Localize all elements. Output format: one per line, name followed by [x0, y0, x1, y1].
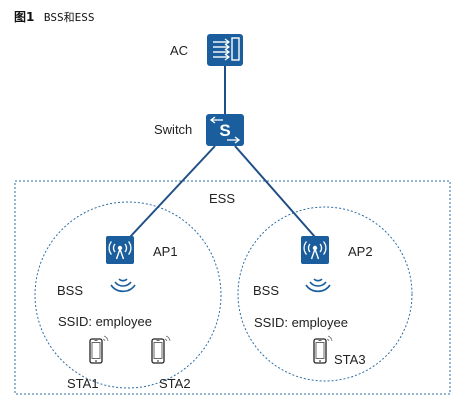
bss2-boundary [237, 206, 413, 382]
wifi-signal-icon [305, 278, 331, 293]
sta1-label: STA1 [67, 376, 99, 391]
sta3-phone-icon [313, 335, 333, 364]
wifi-signal-icon [110, 278, 136, 293]
switch-icon: S [206, 114, 244, 146]
ap2-label: AP2 [348, 244, 373, 259]
sta1-phone-icon [89, 335, 109, 364]
ap1-label: AP1 [153, 244, 178, 259]
access-controller-icon [207, 34, 243, 66]
ac-label: AC [170, 43, 188, 58]
ess-label: ESS [209, 191, 235, 206]
ap1-icon [105, 235, 135, 265]
figure-caption: 图1 BSS和ESS [14, 8, 95, 25]
bss1-boundary [34, 201, 222, 389]
sta3-label: STA3 [334, 352, 366, 367]
ap2-icon [300, 235, 330, 265]
figure-number: 图1 [14, 10, 34, 24]
switch-ap1-link [129, 145, 216, 238]
ssid1-label: SSID: employee [58, 314, 152, 329]
figure-title: BSS和ESS [44, 11, 95, 24]
switch-label: Switch [154, 122, 192, 137]
ssid2-label: SSID: employee [254, 315, 348, 330]
svg-text:S: S [219, 121, 230, 140]
bss1-label: BSS [57, 283, 83, 298]
sta2-phone-icon [151, 335, 171, 364]
bss2-label: BSS [253, 283, 279, 298]
switch-ap2-link [234, 145, 316, 238]
sta2-label: STA2 [159, 376, 191, 391]
ess-boundary [14, 180, 451, 395]
